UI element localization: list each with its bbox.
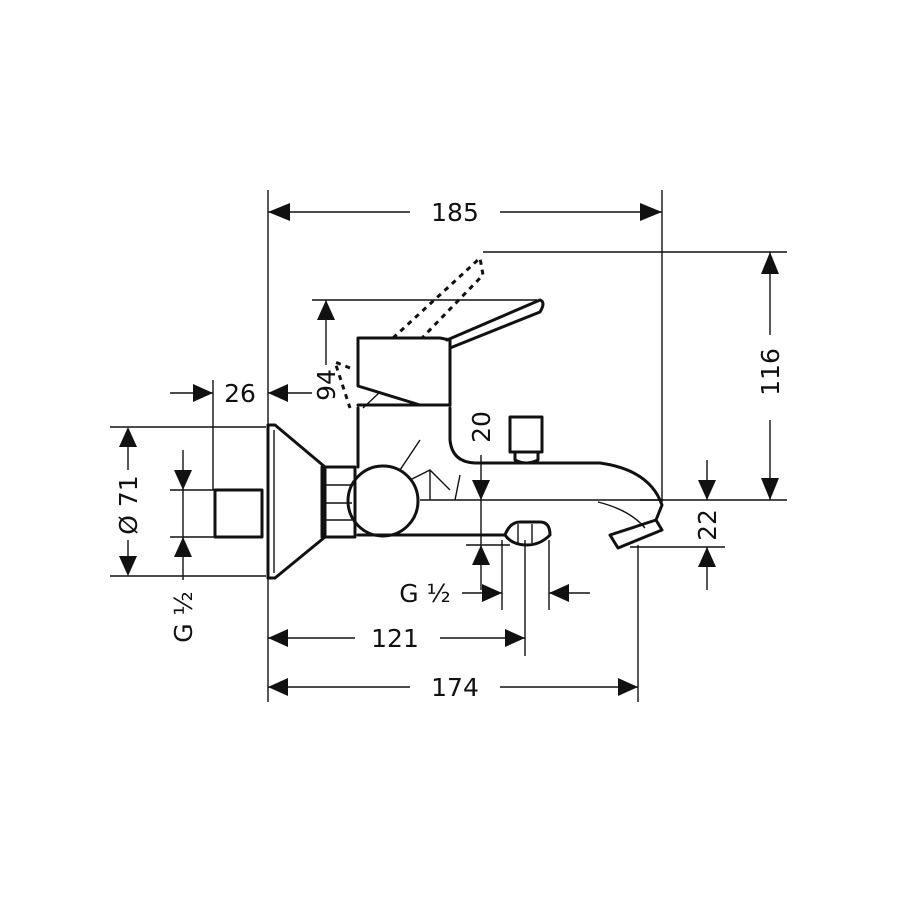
- dim-121-label: 121: [371, 624, 419, 653]
- lever: [445, 298, 545, 350]
- dim-26-label: 26: [224, 379, 256, 408]
- dimension-labels: 185 116 94 26 Ø 71 G ½ 20 22 G ½ 121 174: [114, 198, 785, 702]
- connection-nut: [320, 465, 357, 539]
- escutcheon: [266, 423, 327, 580]
- mixer-ball: [346, 464, 420, 538]
- diverter-thread-label: G ½: [399, 579, 451, 608]
- handle-block: [356, 336, 452, 407]
- dim-20-label: 20: [467, 411, 496, 443]
- dim-174-label: 174: [431, 673, 479, 702]
- extension-lines: [110, 190, 787, 702]
- dim-94-label: 94: [312, 369, 341, 401]
- faucet-body: [213, 255, 664, 580]
- dimension-lines: [119, 203, 779, 696]
- diverter-knob: [508, 415, 544, 454]
- aerator: [608, 518, 664, 550]
- dim-diameter-71-label: Ø 71: [114, 475, 143, 534]
- inlet-thread-label: G ½: [169, 591, 198, 643]
- dim-185-label: 185: [431, 198, 479, 227]
- diverter: [503, 520, 552, 547]
- dim-22-label: 22: [693, 509, 722, 541]
- dim-116-label: 116: [756, 348, 785, 396]
- inlet-connector: [213, 488, 264, 539]
